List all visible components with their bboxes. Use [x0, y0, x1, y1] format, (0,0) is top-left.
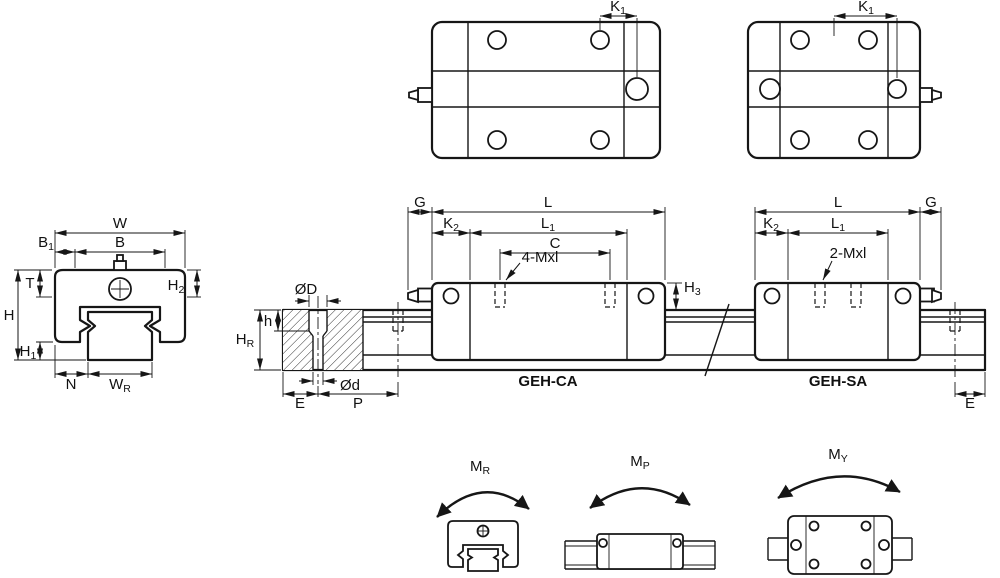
- dim-label-b: B: [115, 234, 125, 251]
- mini-grease-port: [598, 538, 608, 548]
- mount-hole: [590, 30, 610, 50]
- grease-nipple-icon: [417, 87, 433, 103]
- dim-label-k2-sa: K2: [763, 215, 779, 234]
- moment-roll: MR: [436, 458, 530, 572]
- moment-pitch: MP: [564, 453, 716, 570]
- sa-block-body: [753, 281, 922, 362]
- callout-2mxl: 2-Mxl: [830, 245, 867, 262]
- top-view-geh-sa: K1: [746, 0, 942, 160]
- port-hole: [887, 79, 907, 99]
- dim-label-t: T: [25, 275, 34, 292]
- dim-label-b1: B1: [38, 234, 54, 253]
- dim-label-l1-ca: L1: [541, 215, 555, 234]
- dim-label-p: P: [353, 395, 363, 412]
- dim-label-l-ca: L: [544, 194, 552, 211]
- ca-block-body: [430, 281, 667, 362]
- yaw-arrow-icon: [777, 475, 901, 500]
- dim-label-n: N: [66, 376, 77, 393]
- grease-nipple-tip-icon: [931, 88, 942, 102]
- roll-arrow-icon: [436, 491, 530, 518]
- dim-label-wr: WR: [109, 376, 131, 395]
- dim-label-g-ca: G: [414, 194, 426, 211]
- side-view-geh-ca: G L K2 L1 C 4-Mxl H3 GEH-CA: [407, 194, 701, 390]
- moment-yaw: MY: [767, 446, 913, 575]
- grease-nipple-icon: [919, 87, 933, 103]
- rail-break-line: [704, 303, 730, 377]
- dim-label-h-small: h: [264, 313, 272, 330]
- dim-label-g-sa: G: [925, 194, 937, 211]
- mount-hole: [790, 130, 810, 150]
- dim-label-c: C: [550, 235, 561, 252]
- dim-label-h: H: [4, 307, 15, 324]
- pitch-arrow-icon: [589, 487, 691, 509]
- dim-label-h2: H2: [168, 277, 185, 296]
- grease-port: [763, 287, 781, 305]
- port-hole: [759, 78, 781, 100]
- port-hole: [625, 77, 649, 101]
- mini-mount-hole: [808, 520, 820, 532]
- dim-label-k1-sa: K1: [858, 0, 874, 17]
- model-label-geh-sa: GEH-SA: [809, 373, 868, 390]
- grease-port: [894, 287, 912, 305]
- dim-label-l-sa: L: [834, 194, 842, 211]
- mini-port-hole: [790, 539, 802, 551]
- dim-label-hr: HR: [236, 331, 255, 350]
- mini-top-block: [787, 515, 893, 575]
- label-my: MY: [828, 446, 848, 465]
- model-label-geh-ca: GEH-CA: [518, 373, 577, 390]
- mini-front-rail: [467, 548, 499, 572]
- dim-label-e-left: E: [295, 395, 305, 412]
- grease-port: [637, 287, 655, 305]
- dim-label-diad: Ød: [340, 377, 360, 394]
- dim-label-diaD: ØD: [295, 281, 318, 298]
- side-view-geh-sa: L G K2 L1 2-Mxl GEH-SA: [753, 194, 942, 390]
- mini-grease-port: [672, 538, 682, 548]
- callout-4mxl: 4-Mxl: [522, 249, 559, 266]
- mini-mount-hole: [808, 558, 820, 570]
- grease-nipple-tip-icon: [407, 288, 419, 304]
- mini-mount-hole: [860, 558, 872, 570]
- mini-side-block: [596, 533, 684, 570]
- grease-nipple-tip-icon: [931, 288, 942, 304]
- mount-hole: [487, 30, 507, 50]
- mount-hole: [858, 30, 878, 50]
- grease-fitting-icon: [113, 260, 127, 271]
- dim-label-e-right: E: [965, 395, 975, 412]
- grease-nipple-tip-icon: [408, 88, 419, 102]
- mini-port-hole: [878, 539, 890, 551]
- dim-label-k2-ca: K2: [443, 215, 459, 234]
- dim-label-k1-ca: K1: [610, 0, 626, 17]
- block-cross-section: [53, 268, 187, 344]
- mount-hole: [858, 130, 878, 150]
- mini-mount-hole: [860, 520, 872, 532]
- label-mr: MR: [470, 458, 491, 477]
- dim-label-w: W: [113, 215, 128, 232]
- mount-hole: [487, 130, 507, 150]
- mount-hole: [790, 30, 810, 50]
- grease-fitting-tip-icon: [116, 254, 124, 262]
- dim-label-l1-sa: L1: [831, 215, 845, 234]
- rail-cross-section: [86, 310, 154, 362]
- top-view-geh-ca: K1: [408, 0, 662, 160]
- dim-label-h3: H3: [684, 279, 701, 298]
- dim-label-h1: H1: [20, 343, 37, 362]
- mount-hole: [590, 130, 610, 150]
- label-mp: MP: [630, 453, 650, 472]
- grease-port: [442, 287, 460, 305]
- front-view: W B1 B T H2 H H1 N WR: [4, 215, 201, 395]
- mini-front-block: [447, 520, 519, 568]
